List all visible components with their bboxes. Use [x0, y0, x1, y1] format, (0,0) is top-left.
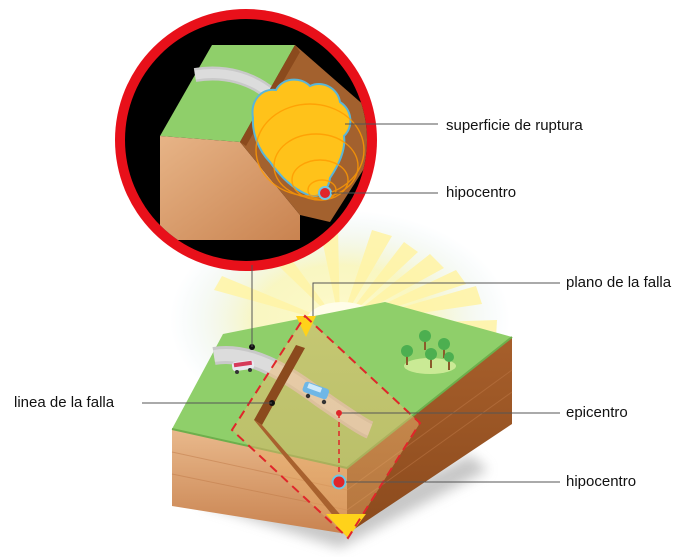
- label-fault-plane: plano de la falla: [566, 274, 672, 291]
- trees: [401, 330, 456, 374]
- hypocenter-dot: [331, 474, 347, 490]
- car-red: [231, 359, 255, 374]
- label-epicenter: epicentro: [566, 404, 628, 421]
- label-hypocenter-inset: hipocentro: [446, 184, 517, 201]
- car-blue: [302, 381, 330, 405]
- label-hypocenter: hipocentro: [566, 473, 637, 490]
- epicenter-dot: [336, 410, 342, 416]
- leader-lines: [142, 123, 560, 483]
- label-rupture-surface: superficie de ruptura: [446, 117, 583, 134]
- label-fault-line: linea de la falla: [14, 394, 115, 411]
- inset-zoom: [115, 9, 377, 271]
